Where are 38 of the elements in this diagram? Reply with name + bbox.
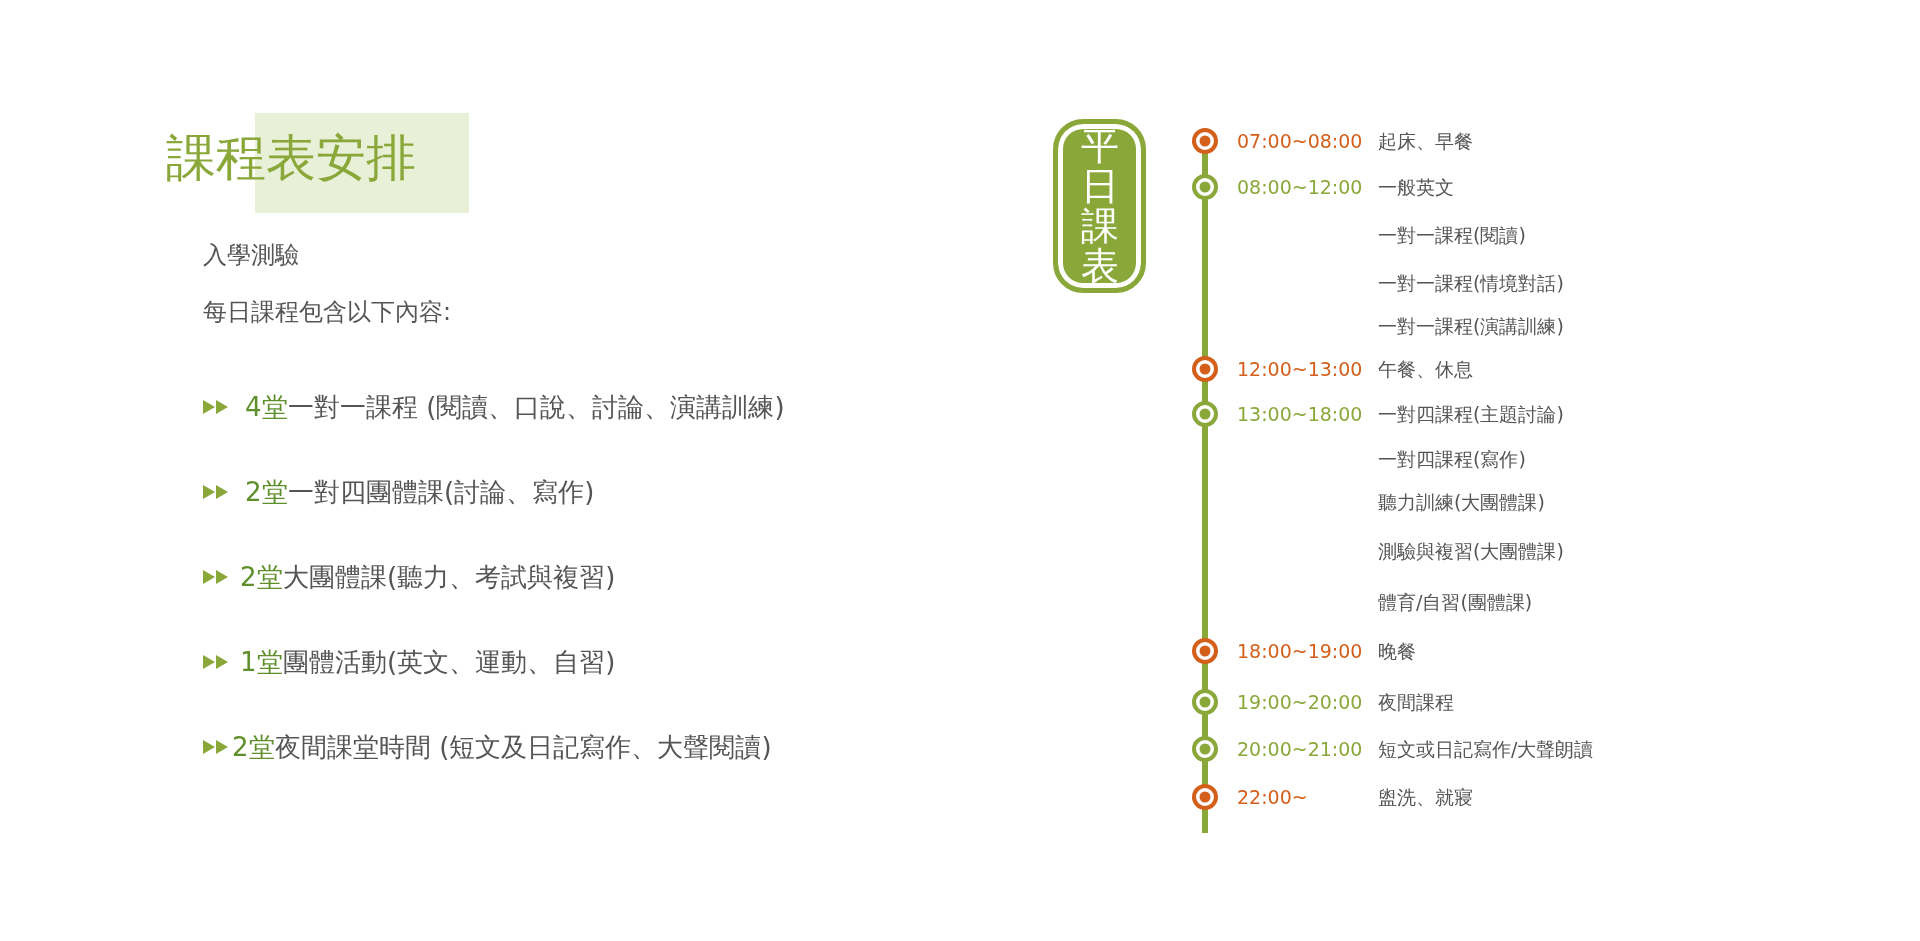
list-text: 一對一課程(閱讀) (1378, 225, 1526, 245)
intro-text: 每日課程包含以下內容: (203, 300, 452, 324)
list-text: 一般英文 (1378, 177, 1454, 197)
list-text: 體育/自習(團體課) (1378, 592, 1533, 612)
list-text: 夜間課堂時間 (短文及日記寫作、大聲閱讀) (275, 734, 772, 760)
list-text: 一對一課程(情境對話) (1378, 273, 1564, 293)
lesson-count: 4堂 (245, 394, 288, 420)
time-label: 20:00~21:00 (1237, 739, 1363, 759)
list-text: 短文或日記寫作/大聲朗讀 (1378, 739, 1594, 759)
badge-text: 平日課表 (1079, 126, 1120, 286)
list-text: 盥洗、就寢 (1378, 787, 1473, 807)
time-label: 13:00~18:00 (1237, 404, 1363, 424)
list-text: 午餐、休息 (1378, 359, 1473, 379)
time-label: 18:00~19:00 (1237, 641, 1363, 661)
lesson-count: 2堂 (232, 734, 275, 760)
title: 課程表安排 (166, 133, 416, 183)
list-text: 一對四課程(寫作) (1378, 449, 1526, 469)
time-label: 22:00~ (1237, 787, 1308, 807)
list-text: 一對一課程 (閱讀、口說、討論、演講訓練) (288, 394, 785, 420)
list-text: 團體活動(英文、運動、自習) (283, 649, 616, 675)
time-label: 12:00~13:00 (1237, 359, 1363, 379)
list-text: 起床、早餐 (1378, 131, 1473, 151)
badge-box (1053, 119, 1146, 293)
lesson-count: 2堂 (245, 479, 288, 505)
list-text: 聽力訓練(大團體課) (1378, 492, 1545, 512)
list-text: 夜間課程 (1378, 692, 1454, 712)
list-text: 一對四團體課(討論、寫作) (288, 479, 595, 505)
list-text: 一對一課程(演講訓練) (1378, 316, 1564, 336)
list-text: 大團體課(聽力、考試與複習) (283, 564, 616, 590)
time-label: 19:00~20:00 (1237, 692, 1363, 712)
list-text: 測驗與複習(大團體課) (1378, 541, 1564, 561)
list-text: 一對四課程(主題討論) (1378, 404, 1564, 424)
time-label: 08:00~12:00 (1237, 177, 1363, 197)
lesson-count: 1堂 (240, 649, 283, 675)
lesson-count: 2堂 (240, 564, 283, 590)
intro-text: 入學測驗 (203, 243, 299, 267)
time-label: 07:00~08:00 (1237, 131, 1363, 151)
list-text: 晚餐 (1378, 641, 1416, 661)
